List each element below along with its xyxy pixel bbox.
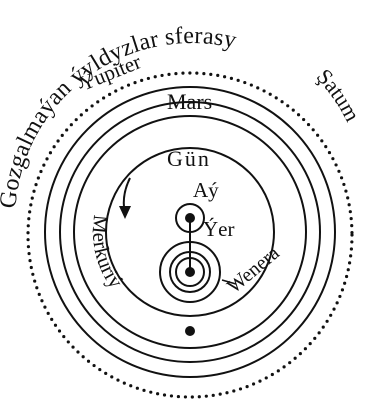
venus-label: Wenera (223, 242, 284, 298)
earth-label: Ýer (203, 217, 234, 241)
moon-label: Aý (193, 178, 219, 202)
rotation-arrowhead (119, 206, 131, 219)
saturn-label: Şatum (312, 64, 366, 126)
sun-label: Gün (167, 146, 211, 171)
planet-dot (185, 326, 195, 336)
mars-label: Mars (167, 89, 212, 114)
mercury-label: Merkuriý (87, 214, 128, 293)
